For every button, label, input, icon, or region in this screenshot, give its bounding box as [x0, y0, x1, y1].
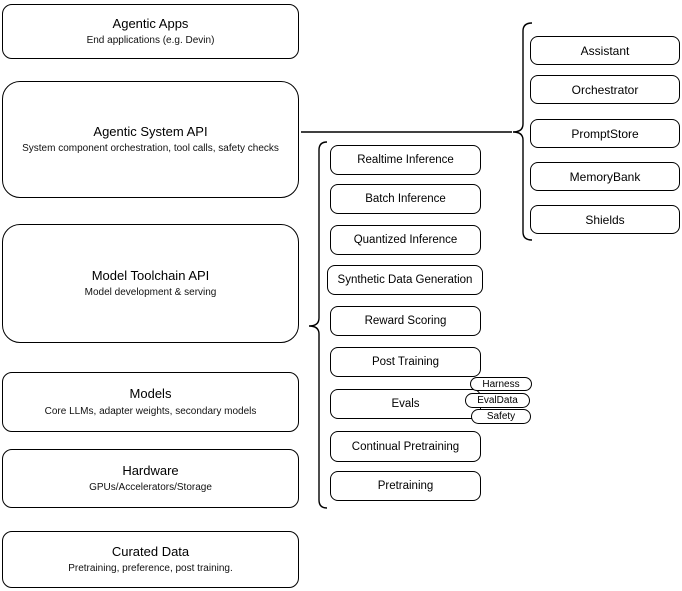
- tag-harness: Harness: [470, 377, 532, 391]
- node-promptstore: PromptStore: [530, 119, 680, 148]
- node-post-training: Post Training: [330, 347, 481, 377]
- node-title: Hardware: [122, 462, 179, 478]
- node-assistant: Assistant: [530, 36, 680, 65]
- node-agentic-apps: Agentic Apps End applications (e.g. Devi…: [2, 4, 299, 59]
- node-subtitle: GPUs/Accelerators/Storage: [89, 482, 212, 494]
- node-agentic-system-api: Agentic System API System component orch…: [2, 81, 299, 198]
- node-synthetic-data-generation: Synthetic Data Generation: [327, 265, 483, 295]
- node-subtitle: Core LLMs, adapter weights, secondary mo…: [44, 405, 257, 417]
- node-orchestrator: Orchestrator: [530, 75, 680, 104]
- node-model-toolchain-api: Model Toolchain API Model development & …: [2, 224, 299, 343]
- node-title: Model Toolchain API: [91, 267, 210, 283]
- node-subtitle: System component orchestration, tool cal…: [22, 143, 279, 155]
- node-title: Agentic System API: [93, 123, 208, 139]
- node-title: Models: [129, 386, 172, 402]
- node-subtitle: End applications (e.g. Devin): [86, 35, 215, 47]
- node-continual-pretraining: Continual Pretraining: [330, 431, 481, 462]
- toolchain-brace: [308, 141, 328, 509]
- node-realtime-inference: Realtime Inference: [330, 145, 481, 175]
- node-title: Agentic Apps: [112, 15, 189, 31]
- node-quantized-inference: Quantized Inference: [330, 225, 481, 255]
- node-models: Models Core LLMs, adapter weights, secon…: [2, 372, 299, 432]
- node-shields: Shields: [530, 205, 680, 234]
- node-subtitle: Model development & serving: [84, 287, 217, 299]
- tag-evaldata: EvalData: [465, 393, 530, 408]
- node-reward-scoring: Reward Scoring: [330, 306, 481, 336]
- node-evals: Evals: [330, 389, 481, 419]
- node-pretraining: Pretraining: [330, 471, 481, 501]
- node-curated-data: Curated Data Pretraining, preference, po…: [2, 531, 299, 588]
- node-batch-inference: Batch Inference: [330, 184, 481, 214]
- node-memorybank: MemoryBank: [530, 162, 680, 191]
- node-title: Curated Data: [111, 543, 190, 559]
- tag-safety: Safety: [471, 409, 531, 424]
- node-hardware: Hardware GPUs/Accelerators/Storage: [2, 449, 299, 508]
- node-subtitle: Pretraining, preference, post training.: [68, 563, 233, 575]
